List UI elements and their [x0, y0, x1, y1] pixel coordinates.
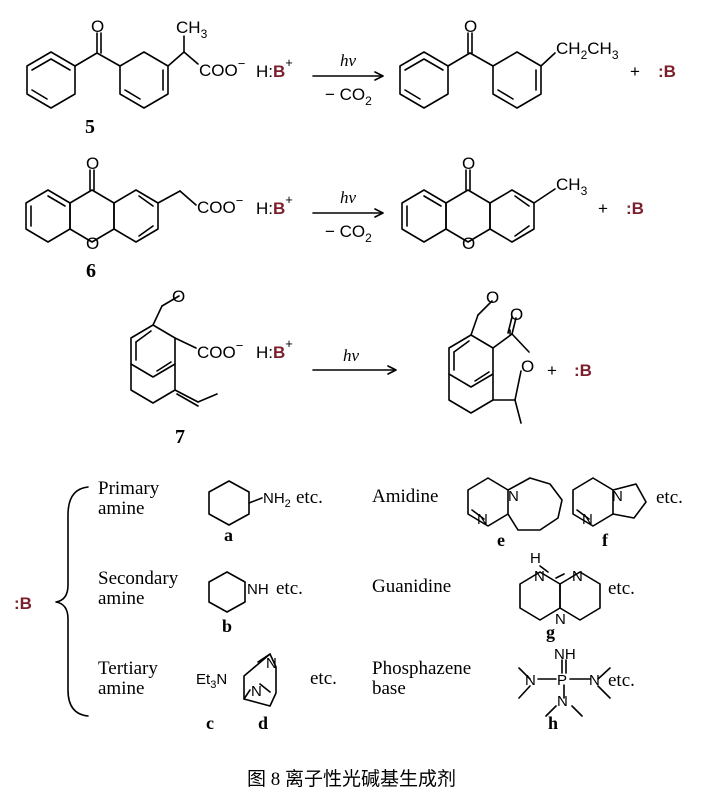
class-phosphazene-line2: base [372, 678, 406, 699]
reaction-5-decarboxylation: − CO2 [325, 85, 372, 108]
class-tertiary-line2: amine [98, 678, 144, 699]
letter-d: d [258, 713, 268, 733]
reaction-7-carboxylate: COO− [197, 338, 243, 362]
reaction-7-methoxy-o: O [172, 287, 185, 306]
base-structures [208, 477, 647, 717]
reaction-5-methyl: CH3 [176, 18, 208, 41]
product-7-structure [448, 300, 530, 424]
reaction-7-released-base: :B [574, 361, 592, 380]
compound-6-number: 6 [86, 260, 96, 282]
primary-nh2: NH2 [263, 490, 291, 510]
base-brace [55, 486, 89, 717]
class-secondary-line2: amine [98, 588, 144, 609]
letter-g: g [546, 622, 555, 642]
product-5-structure [399, 32, 556, 109]
reaction-6-ring-o: O [86, 234, 99, 253]
figure-caption: 图 8 离子性光碱基生成剂 [247, 768, 456, 790]
primary-etc: etc. [296, 487, 323, 508]
secondary-etc: etc. [276, 578, 303, 599]
compound-7-structure [130, 295, 218, 407]
compound-5-structure [26, 32, 199, 109]
reaction-5-released-base: :B [658, 62, 676, 81]
dbn-n-bridge: N [612, 488, 623, 505]
phosphazene-nh: NH [554, 646, 576, 663]
product-5-ethyl: CH2CH3 [556, 39, 619, 62]
product-6-structure [401, 169, 556, 243]
product-6-methyl: CH3 [556, 175, 588, 198]
amidine-etc: etc. [656, 487, 683, 508]
letter-f: f [602, 530, 609, 550]
phosphazene-p: P [557, 672, 567, 689]
secondary-nh: NH [247, 581, 269, 598]
letter-h: h [548, 713, 558, 733]
guanidine-etc: etc. [608, 578, 635, 599]
product-7-methoxy-o: O [486, 288, 499, 307]
letter-a: a [224, 525, 233, 545]
reaction-7-light: hν [343, 346, 360, 365]
dabco-n-top: N [266, 655, 277, 672]
compound-7-number: 7 [175, 426, 185, 448]
product-6-ketone-o: O [462, 154, 475, 173]
compound-5-number: 5 [85, 116, 95, 138]
class-primary-line2: amine [98, 498, 144, 519]
compound-6-structure [25, 169, 197, 243]
reaction-6-ketone-o: O [86, 154, 99, 173]
class-guanidine: Guanidine [372, 576, 451, 597]
letter-c: c [206, 713, 214, 733]
reaction-6-released-base: :B [626, 199, 644, 218]
reaction-7-protonated-base: H:B+ [256, 336, 293, 362]
reaction-7-plus: + [547, 361, 557, 380]
reaction-arrows [312, 71, 397, 375]
phosphazene-n-bottom: N [557, 693, 568, 710]
dabco-n-bottom: N [251, 683, 262, 700]
phosphazene-n-left: N [525, 672, 536, 689]
tbd-h: H [530, 550, 541, 567]
tertiary-etc: etc. [310, 668, 337, 689]
class-secondary-line1: Secondary [98, 568, 179, 589]
dbn-n: N [582, 511, 593, 528]
product-5-ketone-o: O [464, 17, 477, 36]
base-label: :B [14, 594, 32, 613]
product-6-ring-o: O [462, 234, 475, 253]
tbd-n-bridge: N [555, 611, 566, 628]
reaction-6-light: hν [340, 188, 357, 207]
phosphazene-n-right: N [589, 672, 600, 689]
reaction-6-carboxylate: COO− [197, 193, 243, 217]
dbu-n-bridge: N [508, 488, 519, 505]
class-amidine: Amidine [372, 486, 439, 507]
reaction-5-light: hν [340, 51, 357, 70]
class-phosphazene-line1: Phosphazene [372, 658, 471, 679]
tbd-n-top: N [534, 568, 545, 585]
reaction-6-protonated-base: H:B+ [256, 192, 293, 218]
product-7-ring-o: O [521, 357, 534, 376]
letter-e: e [497, 530, 505, 550]
tertiary-et3n: Et3N [196, 671, 227, 691]
letter-b: b [222, 616, 232, 636]
reaction-6-plus: + [598, 199, 608, 218]
dbu-n: N [477, 511, 488, 528]
tbd-n-imine: N [572, 568, 583, 585]
reaction-5-carboxylate: COO− [199, 56, 245, 80]
class-primary-line1: Primary [98, 478, 160, 499]
class-tertiary-line1: Tertiary [98, 658, 158, 679]
reaction-5-ketone-o: O [91, 17, 104, 36]
reaction-5-protonated-base: H:B+ [256, 55, 293, 81]
product-7-lactone-o: O [510, 305, 523, 324]
reaction-6-decarboxylation: − CO2 [325, 222, 372, 245]
phosphazene-etc: etc. [608, 670, 635, 691]
reaction-5-plus: + [630, 62, 640, 81]
